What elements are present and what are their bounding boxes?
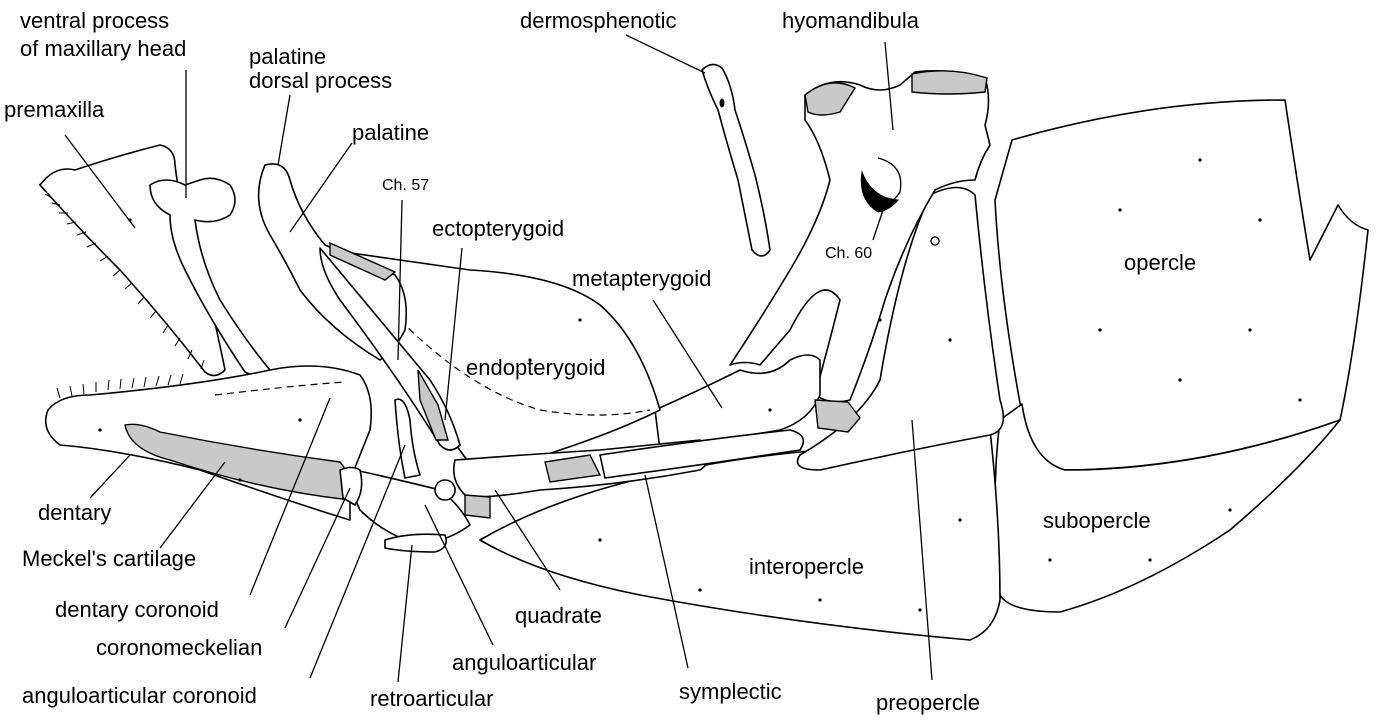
label-dentary: dentary xyxy=(38,500,111,526)
dermosphenotic-bone xyxy=(702,64,770,256)
label-anguloarticular-coronoid: anguloarticular coronoid xyxy=(22,683,257,709)
label-quadrate: quadrate xyxy=(515,603,602,629)
label-palatine: palatine xyxy=(352,120,429,146)
label-palatine-dorsal-process-line1: palatine xyxy=(249,44,326,70)
quadrate-articular-cartilage xyxy=(465,495,490,518)
label-coronomeckelian: coronomeckelian xyxy=(96,635,262,661)
dermosphenotic-pore xyxy=(720,99,724,107)
label-opercle: opercle xyxy=(1124,250,1196,276)
label-ventral-process-line2: of maxillary head xyxy=(20,36,186,62)
label-dermosphenotic: dermosphenotic xyxy=(520,8,677,34)
anguloarticular-coronoid-bone xyxy=(395,399,420,478)
label-retroarticular: retroarticular xyxy=(370,686,493,712)
retroarticular-bone xyxy=(385,534,446,552)
label-subopercle: subopercle xyxy=(1043,508,1151,534)
label-ventral-process-line1: ventral process xyxy=(20,8,169,34)
label-ectopterygoid: ectopterygoid xyxy=(432,216,564,242)
label-ch60: Ch. 60 xyxy=(825,244,872,264)
quadrate-condyle xyxy=(435,480,455,500)
label-hyomandibula: hyomandibula xyxy=(782,8,919,34)
label-anguloarticular: anguloarticular xyxy=(452,650,596,676)
label-interopercle: interopercle xyxy=(749,554,864,580)
label-dentary-coronoid: dentary coronoid xyxy=(55,597,219,623)
label-preopercle: preopercle xyxy=(876,690,980,716)
label-premaxilla: premaxilla xyxy=(4,97,104,123)
label-palatine-dorsal-process-line2: dorsal process xyxy=(249,68,392,94)
hyomandibula-cartilage-right xyxy=(912,71,987,94)
label-endopterygoid: endopterygoid xyxy=(466,355,605,381)
anguloarticular-bone xyxy=(353,470,470,545)
label-symplectic: symplectic xyxy=(679,679,782,705)
label-meckels-cartilage: Meckel's cartilage xyxy=(22,546,196,572)
label-ch57: Ch. 57 xyxy=(382,176,429,196)
label-metapterygoid: metapterygoid xyxy=(572,266,711,292)
opercle-bone xyxy=(995,100,1368,470)
